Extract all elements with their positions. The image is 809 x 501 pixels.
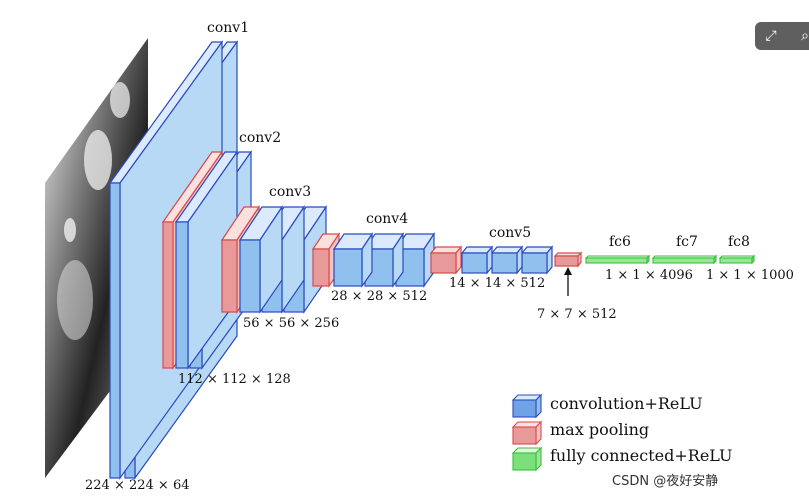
conv3-block [238,205,328,314]
fc6-dims: 1 × 1 × 4096 [605,268,693,283]
conv1-dims: 224 × 224 × 64 [85,478,190,493]
image-toolbar: ⤢ ⌕ [755,22,809,50]
conv4-dims: 28 × 28 × 512 [331,289,428,304]
watermark: CSDN @夜好安静 [612,474,719,489]
fc6-block [584,254,651,265]
fc6-label: fc6 [609,234,631,250]
fc7-label: fc7 [676,234,698,250]
legend-item-conv: convolution+ReLU [550,394,703,413]
conv4-label: conv4 [366,211,409,227]
pool4-block [429,245,463,275]
conv5-dims: 14 × 14 × 512 [449,276,546,291]
conv5-label: conv5 [489,225,532,241]
conv2-label: conv2 [239,130,282,146]
fc8-label: fc8 [728,234,750,250]
fc8-dims: 1 × 1 × 1000 [706,268,794,283]
conv3-dims: 56 × 56 × 256 [243,316,340,331]
fc8-block [718,254,756,265]
pool5-block [553,251,583,268]
legend-swatch-conv [511,393,543,419]
pool5-arrow [564,267,572,296]
legend-item-pool: max pooling [550,420,650,439]
conv5-block [460,245,554,275]
conv1-block [108,40,239,480]
expand-icon[interactable]: ⤢ [765,28,777,44]
legend-swatch-pool [511,420,543,446]
pool5-dims: 7 × 7 × 512 [537,307,617,322]
legend-item-fc: fully connected+ReLU [550,446,733,465]
search-icon[interactable]: ⌕ [801,28,809,44]
conv2-dims: 112 × 112 × 128 [178,372,291,387]
conv1-label: conv1 [207,20,250,36]
conv3-label: conv3 [269,184,312,200]
conv4-block [332,232,436,288]
fc7-block [651,254,718,265]
legend-swatch-fc [511,446,543,472]
